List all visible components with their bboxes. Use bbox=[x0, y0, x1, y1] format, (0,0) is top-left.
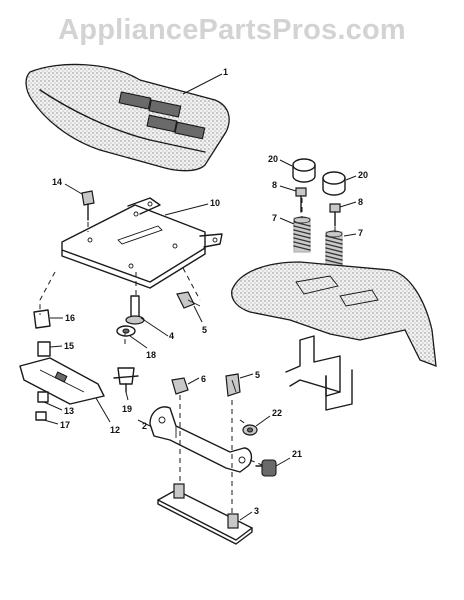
callout-21: 21 bbox=[292, 449, 302, 459]
bumper-right bbox=[322, 171, 346, 196]
callout-1: 1 bbox=[223, 67, 228, 77]
adjust-knob bbox=[81, 190, 95, 221]
callout-13: 13 bbox=[64, 406, 74, 416]
lock-nut bbox=[242, 424, 258, 436]
bolt-left bbox=[295, 187, 307, 213]
spacer bbox=[37, 341, 51, 357]
bushing bbox=[33, 309, 51, 329]
washer bbox=[116, 325, 136, 337]
fender bbox=[231, 261, 437, 367]
callout-12: 12 bbox=[110, 425, 120, 435]
callout-5a: 5 bbox=[202, 325, 207, 335]
callout-5b: 5 bbox=[255, 370, 260, 380]
callout-6: 6 bbox=[201, 374, 206, 384]
callout-7a: 7 bbox=[272, 213, 277, 223]
spring-left bbox=[293, 216, 311, 253]
callout-4: 4 bbox=[169, 331, 174, 341]
callout-22: 22 bbox=[272, 408, 282, 418]
adjust-knob-bolt bbox=[255, 459, 277, 477]
callout-18: 18 bbox=[146, 350, 156, 360]
callout-20a: 20 bbox=[268, 154, 278, 164]
callout-16: 16 bbox=[65, 313, 75, 323]
pivot-bolt bbox=[125, 295, 145, 325]
callout-8b: 8 bbox=[358, 197, 363, 207]
base-plate bbox=[157, 483, 253, 545]
frame-bracket bbox=[285, 335, 353, 411]
clip-upper bbox=[176, 291, 201, 309]
fastener-13 bbox=[37, 391, 49, 403]
callout-17: 17 bbox=[60, 420, 70, 430]
bolt-right bbox=[329, 203, 341, 227]
nut bbox=[171, 377, 189, 395]
fastener-17 bbox=[35, 411, 47, 421]
slide-rail bbox=[19, 357, 105, 405]
pivot-bracket bbox=[149, 406, 253, 473]
callout-14: 14 bbox=[52, 177, 62, 187]
watermark: AppliancePartsPros.com bbox=[58, 14, 406, 46]
callout-2: 2 bbox=[142, 421, 147, 431]
seat bbox=[25, 63, 230, 172]
callout-19: 19 bbox=[122, 404, 132, 414]
callout-8a: 8 bbox=[272, 180, 277, 190]
callout-3: 3 bbox=[254, 506, 259, 516]
spring-bracket bbox=[113, 367, 139, 393]
callout-20b: 20 bbox=[358, 170, 368, 180]
seat-pan bbox=[61, 197, 223, 289]
spring-right bbox=[325, 230, 343, 267]
clip-lower bbox=[225, 373, 241, 397]
bumper-left bbox=[292, 158, 316, 183]
callout-15: 15 bbox=[64, 341, 74, 351]
callout-10: 10 bbox=[210, 198, 220, 208]
callout-7b: 7 bbox=[358, 228, 363, 238]
